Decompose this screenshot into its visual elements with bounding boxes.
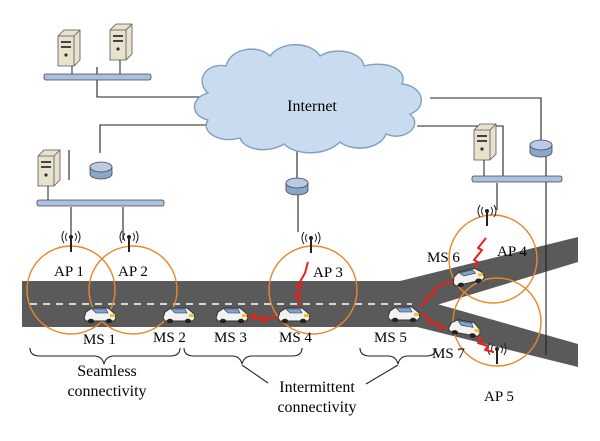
left-lan-bus [36, 199, 165, 207]
ms3-car-icon [215, 307, 249, 324]
intermittent-pointer-right [365, 364, 399, 385]
intermittent-label-line2: connectivity [277, 399, 356, 416]
group-braces [29, 347, 437, 385]
seamless-label-line2: connectivity [67, 383, 146, 400]
ms4-car-icon [277, 307, 311, 324]
ms2-label: MS 2 [153, 330, 186, 346]
ms-labels: MS 1 MS 2 MS 3 MS 4 MS 5 MS 6 MS 7 [83, 250, 465, 362]
seamless-label-line1: Seamless [77, 363, 137, 380]
ap-labels: AP 1 AP 2 AP 3 AP 4 AP 5 [54, 244, 527, 405]
lower-branch-road [417, 302, 578, 367]
ap2-coverage [88, 245, 178, 335]
ap1-label: AP 1 [54, 264, 84, 280]
ms7-ap5-wireless-link [474, 334, 495, 353]
ap2-label: AP 2 [118, 264, 148, 280]
ap3-coverage [268, 245, 358, 335]
ms5-ms6-wireless-link [419, 279, 459, 307]
router-icon [285, 177, 309, 196]
group-labels: Seamless connectivity Intermittent conne… [67, 363, 356, 416]
ms2-car-icon [162, 307, 196, 324]
ms4-label: MS 4 [279, 330, 312, 346]
ms5-car-icon [387, 306, 421, 323]
intermittent-brace-left [183, 347, 303, 365]
intermittent-brace-right [359, 347, 437, 365]
servers [37, 23, 497, 200]
server-icon [109, 23, 133, 61]
ms3-ms4-wireless-link [246, 313, 283, 323]
backbone-buses [36, 73, 563, 207]
ms5-ms7-wireless-link [419, 313, 448, 329]
wired-links [68, 67, 547, 355]
server-icon [57, 29, 81, 67]
ap5-label: AP 5 [484, 389, 514, 405]
ap3-label: AP 3 [313, 265, 343, 281]
ms6-label: MS 6 [427, 250, 460, 266]
ms4-ap3-wireless-link [294, 261, 309, 308]
router-icon [529, 139, 553, 158]
intermittent-pointer-left [241, 364, 269, 384]
ms5-label: MS 5 [374, 330, 407, 346]
server-icon [37, 149, 61, 187]
server-icon [473, 123, 497, 161]
top-lan-bus [43, 73, 152, 81]
seamless-brace [29, 347, 181, 365]
ms3-label: MS 3 [214, 330, 247, 346]
ap4-coverage [448, 214, 538, 304]
internet-cloud: Internet [193, 44, 422, 154]
upper-branch-road [400, 237, 578, 307]
ap3-antenna-icon [301, 231, 321, 254]
intermittent-label-line1: Intermittent [279, 379, 355, 396]
ms1-car-icon [83, 307, 117, 324]
ms7-label: MS 7 [432, 346, 465, 362]
internet-label: Internet [287, 98, 337, 115]
router-icon [89, 161, 113, 180]
right-lan-bus [471, 175, 563, 183]
ap4-label: AP 4 [497, 244, 527, 260]
wireless-links [246, 237, 495, 353]
ms6-ap4-wireless-link [471, 237, 487, 273]
ms1-label: MS 1 [83, 332, 116, 348]
